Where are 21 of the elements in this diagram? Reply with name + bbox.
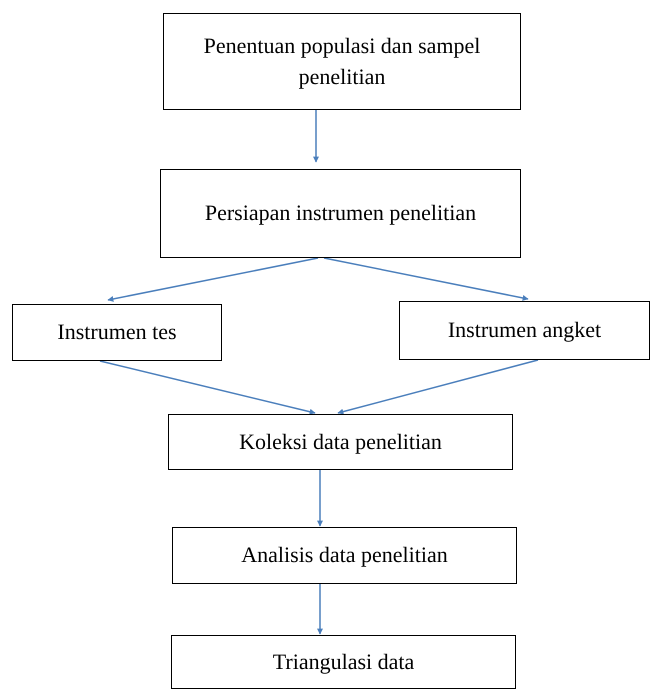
arrow	[317, 470, 323, 527]
process-box	[168, 414, 513, 470]
process-box	[399, 301, 650, 360]
box-label: Koleksi data penelitian	[239, 428, 442, 456]
process-box	[172, 527, 517, 584]
arrow	[317, 584, 323, 635]
box-label: Persiapan instrumen penelitian	[204, 199, 476, 228]
arrow	[107, 257, 318, 302]
arrow	[337, 359, 538, 415]
box-label: Instrumen tes	[57, 318, 177, 346]
process-box	[160, 169, 521, 258]
process-box	[171, 635, 516, 689]
process-box	[12, 304, 222, 361]
arrow	[100, 360, 316, 415]
box-label: Penentuan populasi dan sampel penelitian	[202, 32, 482, 91]
box-label: Triangulasi data	[272, 648, 414, 676]
box-label: Analisis data penelitian	[241, 541, 448, 570]
arrow	[324, 257, 529, 301]
box-label: Instrumen angket	[448, 316, 602, 344]
arrow	[313, 110, 319, 163]
process-box	[163, 13, 521, 110]
